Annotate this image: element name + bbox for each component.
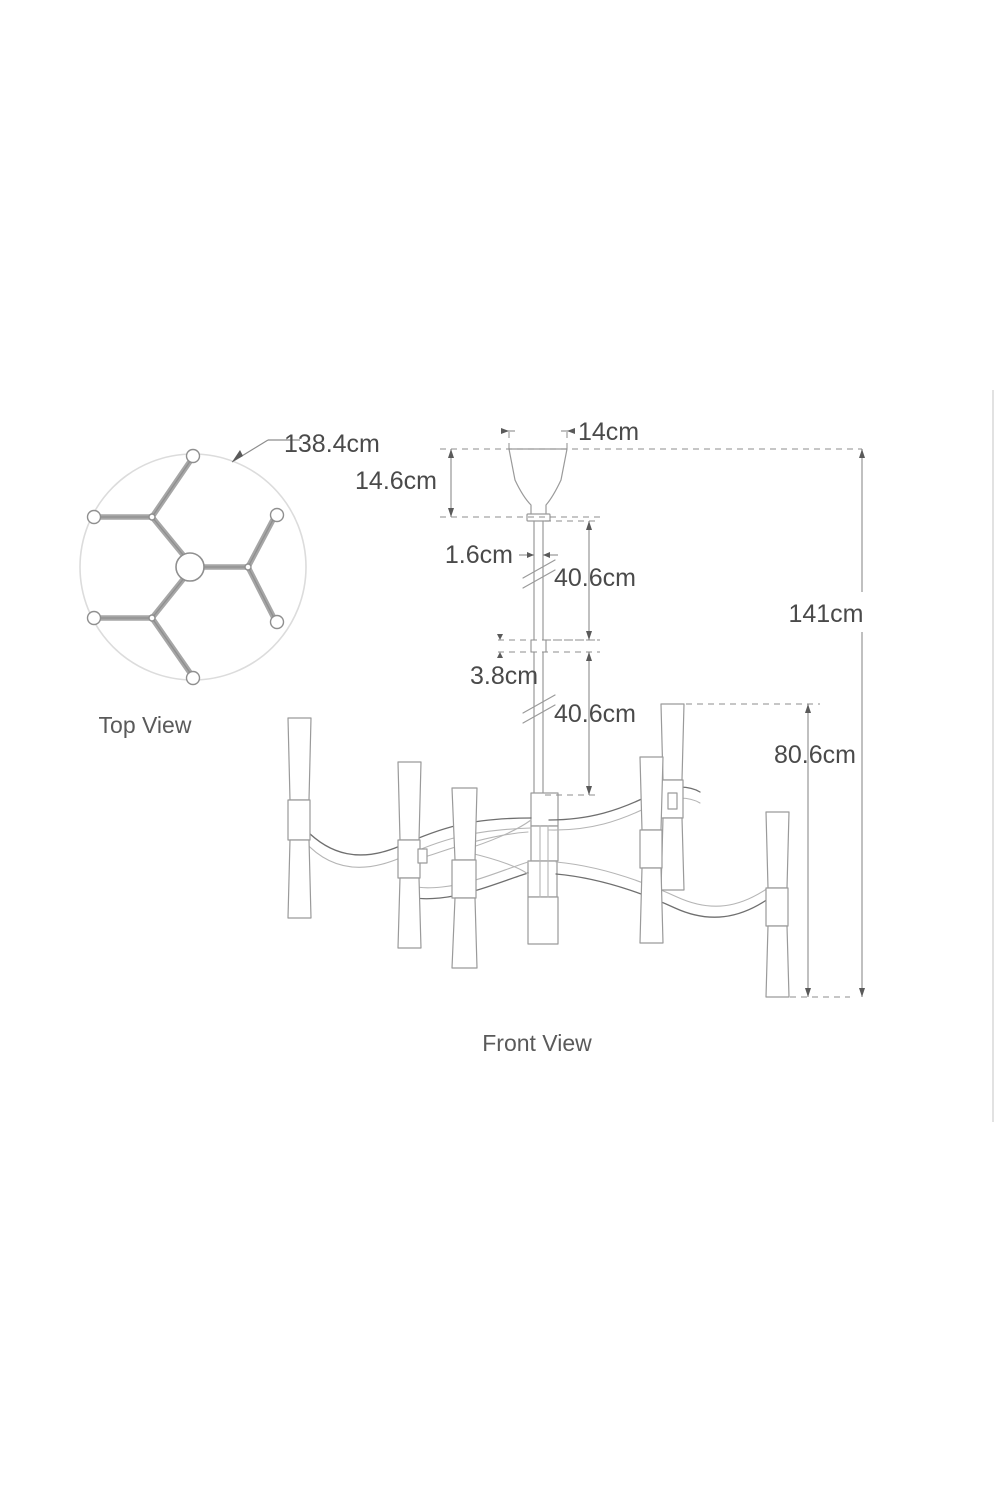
suspension-rod-upper [522,520,556,641]
center-collar-mid [530,825,559,862]
front-view-caption: Front View [482,1030,592,1056]
dim-canopy-width: 14cm [501,418,639,449]
canopy [508,448,568,522]
candle-socket [639,829,663,869]
top-view-junction [148,614,156,622]
dim-canopy-width-label: 14cm [578,418,639,446]
dim-coupling: 3.8cm [470,634,600,690]
dim-rod-upper: 40.6cm [545,520,636,641]
top-view-caption: Top View [99,712,192,738]
candle-tube-left-front [451,787,478,969]
top-view-light-node [269,507,285,523]
top-view-light-node [86,610,102,626]
center-column [527,792,559,945]
diameter-callout-label: 138.4cm [284,430,380,458]
arm-cross-lower [469,852,529,875]
top-view-center-hub [175,552,205,582]
dim-rod-lower: 40.6cm [545,652,636,796]
top-view-group: 138.4cm Top View [79,430,380,738]
candle-socket [287,799,311,841]
rod-coupling [530,639,547,653]
dim-rod-diameter-label: 1.6cm [445,541,513,569]
arm-outline [151,617,194,678]
top-view-light-node [269,614,285,630]
candle-tube-far-right [765,811,790,998]
arm-outline [247,566,277,623]
dim-body-height-label: 80.6cm [774,741,856,769]
front-view-group: Front View [287,448,790,1056]
top-view-light-node [86,509,102,525]
dim-rod-upper-label: 40.6cm [554,564,636,592]
candle-socket [451,859,477,899]
candle-tube-left-back [397,761,422,949]
dim-overall-height-label: 141cm [788,600,863,628]
arm-lower-right [555,873,769,918]
arm-outline [151,456,194,518]
center-collar-upper [530,792,559,827]
dim-overall-height: 141cm [788,449,865,997]
top-view-junction [244,563,252,571]
dim-canopy-height-label: 14.6cm [355,467,437,495]
arm-cross-upper [469,819,532,849]
dim-rod-lower-label: 40.6cm [554,700,636,728]
arm-lower-right-upper-edge [555,861,769,907]
candle-tube-right-front [639,756,664,944]
arm-outline [247,515,276,568]
dimension-annotations: 14cm 14.6cm 1.6cm [355,418,865,998]
candle-socket [765,887,789,927]
dim-body-height: 80.6cm [686,703,856,998]
dim-canopy-height: 14.6cm [355,449,454,517]
center-collar-bottom [527,896,559,945]
center-collar-lower [527,860,558,898]
top-view-light-node [185,448,201,464]
dim-rod-diameter: 1.6cm [445,541,558,569]
center-detail-tab [417,848,428,864]
diameter-callout-leader [231,439,300,463]
dim-coupling-label: 3.8cm [470,662,538,690]
candle-socket [397,839,421,879]
suspension-rod-lower [522,651,556,796]
candle-tube-far-left [287,717,312,919]
center-detail-tab [667,792,678,810]
top-view-junction [148,513,156,521]
top-view-light-node [185,670,201,686]
